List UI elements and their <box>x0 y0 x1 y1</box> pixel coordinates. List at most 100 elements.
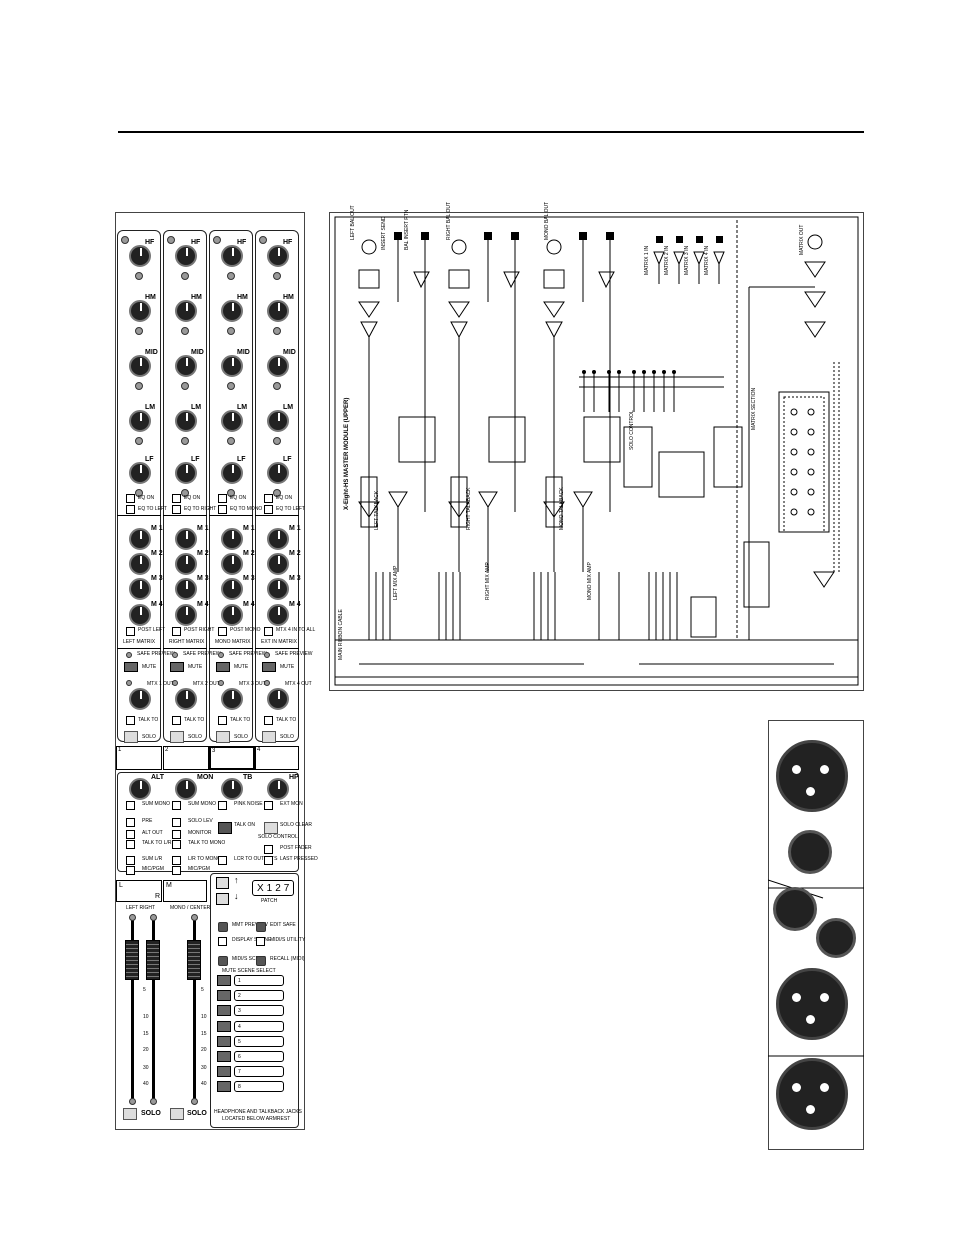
master-button[interactable] <box>172 856 181 865</box>
post-button[interactable] <box>264 627 273 636</box>
mtx-out-knob[interactable] <box>221 688 243 710</box>
eq-lf-knob[interactable] <box>267 462 289 484</box>
eq-lm-knob[interactable] <box>221 410 243 432</box>
master-button[interactable] <box>264 801 273 810</box>
fader-cap[interactable] <box>187 940 201 980</box>
mute-button[interactable] <box>262 662 276 672</box>
patch-button[interactable] <box>256 937 265 946</box>
lr-solo-button[interactable] <box>123 1108 137 1120</box>
mute-button[interactable] <box>170 662 184 672</box>
mute-scene-row[interactable]: 4 <box>234 1020 284 1032</box>
matrix-2-knob[interactable] <box>129 553 151 575</box>
patch-button[interactable] <box>218 956 228 966</box>
mtx-out-knob[interactable] <box>129 688 151 710</box>
master-button[interactable] <box>126 840 135 849</box>
eq-to-button[interactable] <box>172 505 181 514</box>
eq-hf-knob[interactable] <box>267 245 289 267</box>
matrix-1-knob[interactable] <box>267 528 289 550</box>
master-button[interactable] <box>172 818 181 827</box>
solo-clear-button[interactable] <box>264 822 278 834</box>
matrix-4-knob[interactable] <box>175 604 197 626</box>
eq-to-button[interactable] <box>218 505 227 514</box>
eq-freq-knob[interactable] <box>273 489 281 497</box>
eq-hm-knob[interactable] <box>221 300 243 322</box>
matrix-2-knob[interactable] <box>267 553 289 575</box>
eq-freq-knob[interactable] <box>135 437 143 445</box>
talk-to-button[interactable] <box>218 716 227 725</box>
solo-button[interactable] <box>170 731 184 743</box>
mute-scene-button[interactable] <box>217 1066 231 1078</box>
eq-freq-knob[interactable] <box>135 382 143 390</box>
matrix-1-knob[interactable] <box>129 528 151 550</box>
eq-freq-knob[interactable] <box>181 272 189 280</box>
post-button[interactable] <box>218 627 227 636</box>
eq-lm-knob[interactable] <box>175 410 197 432</box>
talk-to-button[interactable] <box>126 716 135 725</box>
eq-freq-knob[interactable] <box>181 382 189 390</box>
eq-freq-knob[interactable] <box>181 489 189 497</box>
solo-button[interactable] <box>216 731 230 743</box>
eq-freq-knob[interactable] <box>227 489 235 497</box>
trim-knob[interactable] <box>167 236 175 244</box>
fader-cap[interactable] <box>125 940 139 980</box>
mute-scene-row[interactable]: 7 <box>234 1066 284 1078</box>
master-button[interactable] <box>126 818 135 827</box>
mute-scene-row[interactable]: 6 <box>234 1051 284 1062</box>
matrix-2-knob[interactable] <box>175 553 197 575</box>
eq-lf-knob[interactable] <box>175 462 197 484</box>
post-button[interactable] <box>126 627 135 636</box>
matrix-3-knob[interactable] <box>267 578 289 600</box>
eq-hm-knob[interactable] <box>129 300 151 322</box>
mtx-out-knob[interactable] <box>175 688 197 710</box>
eq-freq-knob[interactable] <box>181 327 189 335</box>
trim-knob[interactable] <box>259 236 267 244</box>
matrix-1-knob[interactable] <box>175 528 197 550</box>
eq-freq-knob[interactable] <box>135 489 143 497</box>
matrix-3-knob[interactable] <box>175 578 197 600</box>
master-button[interactable] <box>172 840 181 849</box>
eq-freq-knob[interactable] <box>227 327 235 335</box>
talk-on-button[interactable] <box>218 822 232 834</box>
trim-knob[interactable] <box>121 236 129 244</box>
matrix-4-knob[interactable] <box>129 604 151 626</box>
eq-freq-knob[interactable] <box>273 272 281 280</box>
matrix-4-knob[interactable] <box>267 604 289 626</box>
eq-freq-knob[interactable] <box>227 382 235 390</box>
eq-to-button[interactable] <box>264 505 273 514</box>
eq-lf-knob[interactable] <box>221 462 243 484</box>
eq-lf-knob[interactable] <box>129 462 151 484</box>
matrix-2-knob[interactable] <box>221 553 243 575</box>
matrix-1-knob[interactable] <box>221 528 243 550</box>
eq-mid-knob[interactable] <box>221 355 243 377</box>
eq-mid-knob[interactable] <box>175 355 197 377</box>
eq-lm-knob[interactable] <box>129 410 151 432</box>
mute-scene-button[interactable] <box>217 975 231 986</box>
master-knob[interactable] <box>175 778 197 800</box>
eq-freq-knob[interactable] <box>227 437 235 445</box>
master-button[interactable] <box>172 830 181 839</box>
eq-hm-knob[interactable] <box>175 300 197 322</box>
eq-mid-knob[interactable] <box>129 355 151 377</box>
post-button[interactable] <box>172 627 181 636</box>
eq-mid-knob[interactable] <box>267 355 289 377</box>
eq-freq-knob[interactable] <box>227 272 235 280</box>
patch-button[interactable] <box>256 956 266 966</box>
eq-freq-knob[interactable] <box>181 437 189 445</box>
master-button[interactable] <box>264 845 273 854</box>
mute-scene-button[interactable] <box>217 1081 231 1093</box>
mute-scene-row[interactable]: 2 <box>234 990 284 1002</box>
patch-up-button[interactable] <box>216 877 229 889</box>
matrix-3-knob[interactable] <box>129 578 151 600</box>
solo-button[interactable] <box>262 731 276 743</box>
eq-on-button[interactable] <box>264 494 273 503</box>
mtx-out-knob[interactable] <box>267 688 289 710</box>
matrix-3-knob[interactable] <box>221 578 243 600</box>
master-button[interactable] <box>126 856 135 865</box>
eq-freq-knob[interactable] <box>273 437 281 445</box>
mute-scene-button[interactable] <box>217 1005 231 1017</box>
matrix-4-knob[interactable] <box>221 604 243 626</box>
master-button[interactable] <box>172 866 181 875</box>
mute-scene-row[interactable]: 1 <box>234 975 284 986</box>
mute-scene-row[interactable]: 3 <box>234 1005 284 1017</box>
master-knob[interactable] <box>221 778 243 800</box>
